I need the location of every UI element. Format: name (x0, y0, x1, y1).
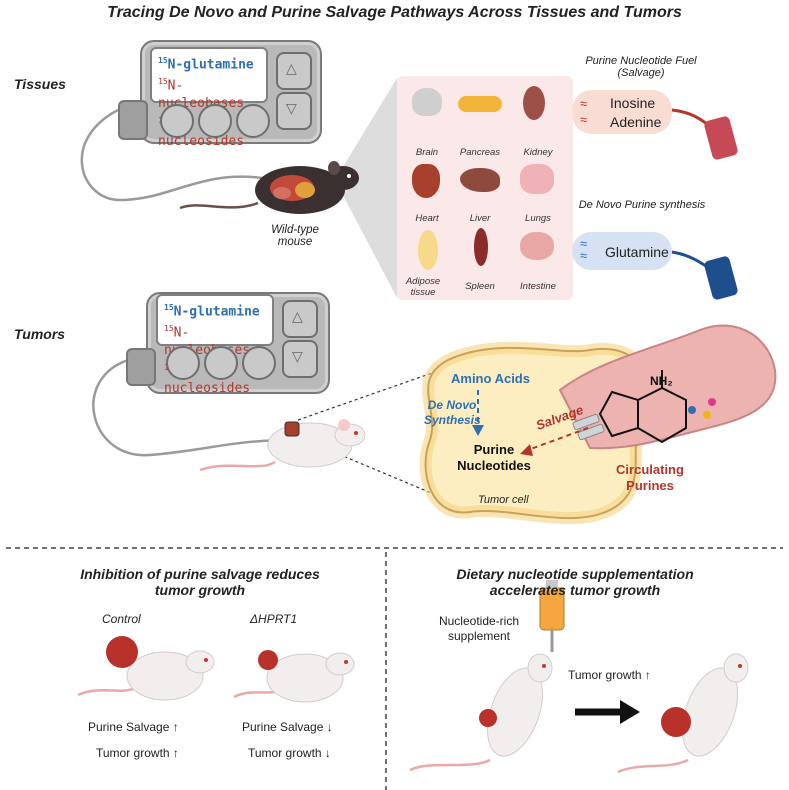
pump-clip (126, 348, 156, 386)
organ-label-adipose: Adipose tissue (405, 276, 441, 298)
pump-up-button (276, 52, 312, 90)
organ-label-brain: Brain (415, 147, 439, 158)
hprt1-label: ΔHPRT1 (250, 612, 298, 626)
infusion-tube-tumors (92, 358, 296, 457)
fuel-glutamine: Glutamine (605, 244, 669, 260)
adenine-structure-icon (598, 370, 687, 444)
kidney-icon (523, 86, 545, 120)
wave-icon: ≈≈ (580, 236, 588, 263)
salvage-fuel-pill (572, 90, 672, 134)
triangle-up-icon: △ (292, 308, 303, 324)
pump-screen-tumors: 15N-glutamine 15N-nucleobases 15N-nucleo… (156, 294, 274, 396)
pump-button (198, 104, 232, 138)
supplement-mouse-after-icon (617, 653, 749, 774)
figure-title: Tracing De Novo and Purine Salvage Pathw… (107, 4, 682, 21)
organ-label-liver: Liver (469, 213, 491, 224)
liver-icon (460, 168, 500, 192)
pump-up-button (282, 300, 318, 338)
supplement-mouse-before-icon (409, 653, 553, 772)
supplement-label: Nucleotide-rich supplement (438, 614, 520, 643)
tumors-label: Tumors (14, 326, 66, 342)
supplement-bottle-icon (539, 580, 565, 652)
control-salvage-status: Purine Salvage ↑ (88, 720, 179, 734)
spleen-icon (474, 228, 488, 266)
blood-vessel (558, 324, 777, 450)
pump-down-button (282, 340, 318, 378)
fuel-adenine: Adenine (610, 114, 662, 130)
hprt1-salvage-status: Purine Salvage ↓ (242, 720, 333, 734)
organ-label-intestine: Intestine (520, 281, 556, 292)
zoom-funnel (335, 78, 397, 298)
pump-screen-tissues: 15N-glutamine 15N-nucleobases 15N-nucleo… (150, 47, 268, 149)
denovo-fuel-title: De Novo Purine synthesis (578, 199, 706, 211)
pump-button (242, 346, 276, 380)
heart-icon (412, 164, 440, 198)
bottom-right-heading: Dietary nucleotide supplementation accel… (456, 566, 694, 598)
nh2-label: NH₂ (650, 374, 673, 388)
triangle-up-icon: △ (286, 60, 297, 76)
intestine-icon (520, 232, 554, 260)
adipose-icon (418, 230, 438, 270)
pump-button (204, 346, 238, 380)
control-mouse-icon (77, 636, 215, 701)
pump-down-button (276, 92, 312, 130)
tumor-mouse-icon (199, 419, 366, 472)
pump-button (166, 346, 200, 380)
lungs-icon (520, 164, 554, 194)
transporter-icon (572, 413, 600, 431)
infusion-tube-tissues (80, 108, 263, 202)
hprt1-tumor-status: Tumor growth ↓ (248, 746, 331, 760)
triangle-down-icon: ▽ (292, 348, 303, 364)
pump-line-glutamine: N-glutamine (173, 304, 260, 320)
circulating-purines-label: Circulating Purines (616, 462, 684, 493)
control-tumor-status: Tumor growth ↑ (96, 746, 179, 760)
tumor-cell-label: Tumor cell (478, 494, 529, 506)
organ-label-heart: Heart (415, 213, 439, 224)
growth-arrow-icon (575, 700, 640, 724)
organ-label-lungs: Lungs (525, 213, 551, 224)
hprt1-mouse-icon (233, 650, 355, 703)
wild-type-mouse-label: Wild-type mouse (271, 224, 319, 248)
bottom-left-heading: Inhibition of purine salvage reduces tum… (80, 566, 320, 598)
denovo-arrow (472, 425, 484, 436)
organ-label-pancreas: Pancreas (459, 147, 501, 158)
denovo-synthesis-label: De Novo Synthesis (424, 398, 481, 427)
brain-icon (412, 88, 442, 116)
triangle-down-icon: ▽ (286, 100, 297, 116)
organ-label-kidney: Kidney (523, 147, 553, 158)
amino-acids-label: Amino Acids (451, 371, 530, 386)
pancreas-icon (458, 96, 502, 112)
pump-button (160, 104, 194, 138)
tumor-growth-label: Tumor growth ↑ (568, 668, 651, 682)
tissues-label: Tissues (14, 76, 66, 92)
salvage-fuel-title: Purine Nucleotide Fuel (Salvage) (585, 55, 697, 79)
control-label: Control (102, 612, 141, 626)
pump-line-glutamine: N-glutamine (167, 57, 254, 73)
denovo-fuel-pill (572, 232, 672, 270)
wild-type-mouse-icon (179, 161, 359, 214)
organ-label-spleen: Spleen (465, 281, 495, 292)
wave-icon: ≈≈ (580, 96, 588, 127)
pump-button (236, 104, 270, 138)
fuel-inosine: Inosine (610, 95, 656, 111)
purine-nucleotides-label: Purine Nucleotides (457, 442, 531, 473)
salvage-arrow (520, 444, 533, 456)
pump-clip (118, 100, 148, 140)
